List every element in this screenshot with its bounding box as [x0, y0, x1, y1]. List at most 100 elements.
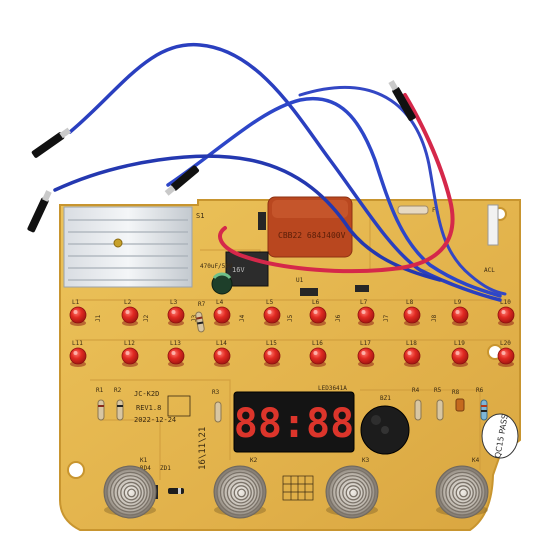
- model-label: JC-K2D: [134, 390, 159, 398]
- led-label: L9: [454, 299, 462, 306]
- led-indicator: [497, 347, 515, 367]
- wire-terminals: [27, 79, 416, 233]
- jumper-label: J1: [95, 314, 102, 322]
- film-capacitor: CBB22 684J400V: [267, 196, 353, 258]
- buzzer: [360, 405, 410, 455]
- touch-label: K2: [250, 457, 258, 464]
- led-indicator: [357, 306, 375, 326]
- red-wire: [218, 93, 455, 274]
- buzzer-label: BZ1: [380, 395, 391, 402]
- jumper-label: J4: [239, 314, 246, 322]
- revision-label: REV1.8: [136, 404, 161, 412]
- wires: [53, 42, 507, 302]
- led-label: L20: [500, 340, 511, 347]
- electrolytic-label: 470uF/50V: [200, 263, 233, 270]
- led-indicator: [451, 306, 469, 326]
- electrolytic-capacitor: 470uF/50V: [200, 263, 233, 295]
- resistor-label: R4: [412, 387, 420, 394]
- led-indicator: [309, 347, 327, 367]
- resistors: [97, 311, 488, 423]
- led-indicator: [213, 347, 231, 367]
- touch-springs: [103, 465, 489, 519]
- heatsink: [63, 206, 193, 288]
- jumper-label: J3: [191, 314, 198, 322]
- led-label: L17: [360, 340, 371, 347]
- led-indicator: [167, 347, 185, 367]
- led-indicator: [263, 306, 281, 326]
- resistor-label: R5: [434, 387, 442, 394]
- led-label: L14: [216, 340, 227, 347]
- touch-label: K1: [140, 457, 148, 464]
- resistor-label: R7: [198, 301, 206, 308]
- connector-label: ACL: [484, 267, 495, 274]
- jumper-label: J7: [383, 314, 390, 322]
- touch-label: K4: [472, 457, 480, 464]
- led-label: L10: [500, 299, 511, 306]
- touch-spring: [325, 465, 379, 519]
- led-display: 88:88: [233, 391, 355, 453]
- diode-label: ZD1: [160, 465, 171, 472]
- led-label: L19: [454, 340, 465, 347]
- display-digits: 88:88: [234, 401, 354, 447]
- resistor-label: R1: [96, 387, 104, 394]
- led-indicator: [167, 306, 185, 326]
- capacitor-label: CBB22 684J400V: [278, 231, 346, 240]
- diode-labels: ZD1 RD4: [140, 465, 171, 472]
- jumper-label: J2: [143, 314, 150, 322]
- led-indicator: [403, 306, 421, 326]
- led-label: L13: [170, 340, 181, 347]
- led-label: L2: [124, 299, 132, 306]
- led-indicator: [263, 347, 281, 367]
- ic-label: U1: [296, 277, 304, 284]
- resistor-label: R2: [114, 387, 122, 394]
- blue-wire-4: [298, 85, 507, 296]
- diode: [168, 488, 184, 494]
- touch-spring: [213, 465, 267, 519]
- led-label: L5: [266, 299, 274, 306]
- led-label: L8: [406, 299, 414, 306]
- led-label: L7: [360, 299, 368, 306]
- led-label: L11: [72, 340, 83, 347]
- led-indicator: [497, 306, 515, 326]
- led-indicator: [69, 347, 87, 367]
- relay-label: 16V: [232, 266, 245, 274]
- led-indicator: [121, 306, 139, 326]
- led-indicator: [357, 347, 375, 367]
- display-part-label: LED3641A: [318, 385, 347, 392]
- led-label: L12: [124, 340, 135, 347]
- led-indicator: [121, 347, 139, 367]
- checkbox-block: [167, 395, 191, 417]
- date-side-label: 16\11\21: [198, 427, 208, 470]
- jumper-label: J8: [431, 314, 438, 322]
- led-label: L16: [312, 340, 323, 347]
- touch-label: K3: [362, 457, 370, 464]
- connector: ACL: [484, 204, 499, 274]
- jumper-label: J6: [335, 314, 342, 322]
- blue-wire-3: [53, 154, 442, 282]
- led-label: L6: [312, 299, 320, 306]
- led-label: L15: [266, 340, 277, 347]
- grid-marking: [282, 475, 314, 501]
- touch-spring: [435, 465, 489, 519]
- led-row-top: L1 L2 L3 L4 L5 L6 L7 L8 L9 L10: [69, 299, 515, 326]
- led-row-bottom: L11 L12 L13 L14 L15 L16 L17 L18 L19 L20: [69, 340, 515, 367]
- date-label: 2022-12-24: [134, 416, 176, 424]
- led-indicator: [69, 306, 87, 326]
- led-label: L4: [216, 299, 224, 306]
- led-label: L1: [72, 299, 80, 306]
- diode-label: RD4: [140, 465, 151, 472]
- led-indicator: [403, 347, 421, 367]
- blue-wire-1: [68, 42, 502, 302]
- led-indicator: [309, 306, 327, 326]
- heatsink-label: S1: [196, 212, 204, 220]
- led-indicator: [213, 306, 231, 326]
- blue-wire-2: [166, 96, 502, 298]
- led-label: L3: [170, 299, 178, 306]
- led-label: L18: [406, 340, 417, 347]
- resistor-label: R8: [452, 389, 460, 396]
- led-indicator: [451, 347, 469, 367]
- touch-labels: K1 K2 K3 K4: [140, 457, 480, 464]
